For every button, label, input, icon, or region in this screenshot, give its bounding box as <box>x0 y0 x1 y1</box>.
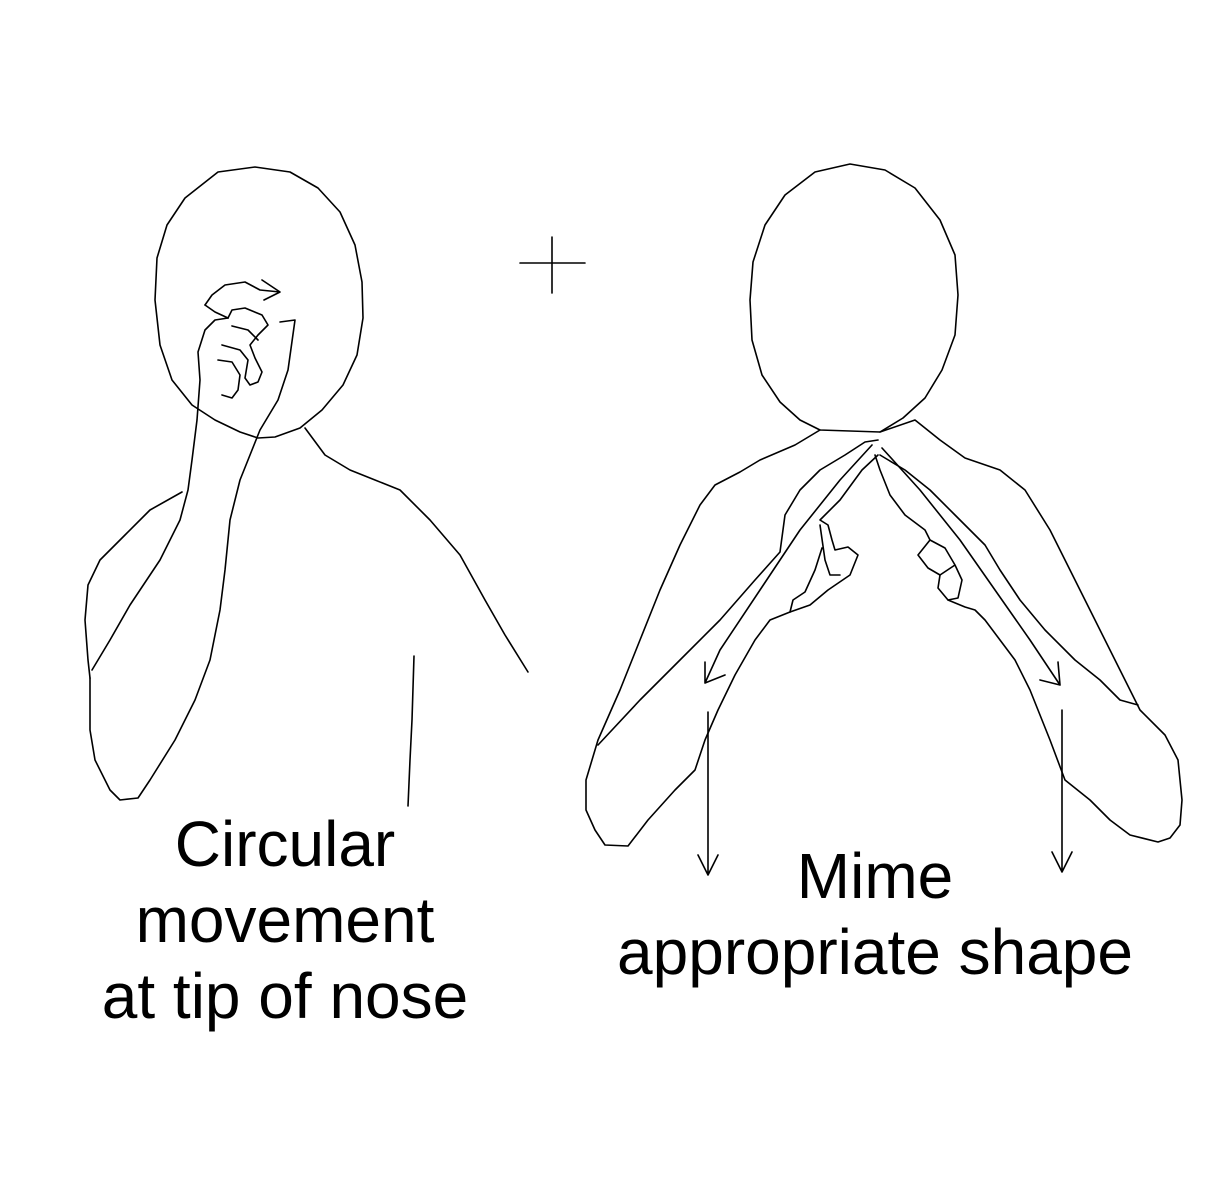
left-forearm <box>89 319 296 801</box>
right-down-arrow-icon <box>1051 709 1073 873</box>
right-forearm-left-inner <box>597 439 879 746</box>
left-down-arrow-icon <box>697 711 719 876</box>
caption-right-line-2: appropriate shape <box>617 916 1133 988</box>
left-thumb <box>204 304 229 319</box>
circular-arrow-icon <box>204 279 281 306</box>
left-head-outline <box>154 166 364 439</box>
caption-right: Mime appropriate shape <box>550 838 1200 990</box>
right-shoulder-left <box>585 429 879 847</box>
sign-figure-circular-nose-icon <box>84 166 529 807</box>
right-fingers-right <box>929 539 963 601</box>
left-shoulder-left <box>84 491 183 679</box>
caption-left-line-2: movement <box>135 884 435 956</box>
right-head-outline <box>749 163 959 433</box>
left-forearm-inner <box>91 317 229 671</box>
sign-figure-mime-shape-icon <box>585 163 1183 876</box>
caption-left-line-1: Circular <box>174 808 396 880</box>
right-shoulder-right <box>874 419 1183 843</box>
left-fingers <box>217 307 269 399</box>
left-torso-line <box>407 655 415 807</box>
left-shoulder-right <box>304 427 529 673</box>
right-fingers-left <box>789 524 841 613</box>
right-forearm-right-inner <box>879 454 1139 706</box>
plus-icon <box>519 236 586 294</box>
left-down-arrow-diagonal <box>704 444 873 684</box>
caption-right-line-1: Mime <box>796 840 954 912</box>
right-down-arrow-diagonal <box>881 447 1061 686</box>
caption-left: Circular movement at tip of nose <box>30 806 540 1034</box>
caption-left-line-3: at tip of nose <box>101 960 469 1032</box>
